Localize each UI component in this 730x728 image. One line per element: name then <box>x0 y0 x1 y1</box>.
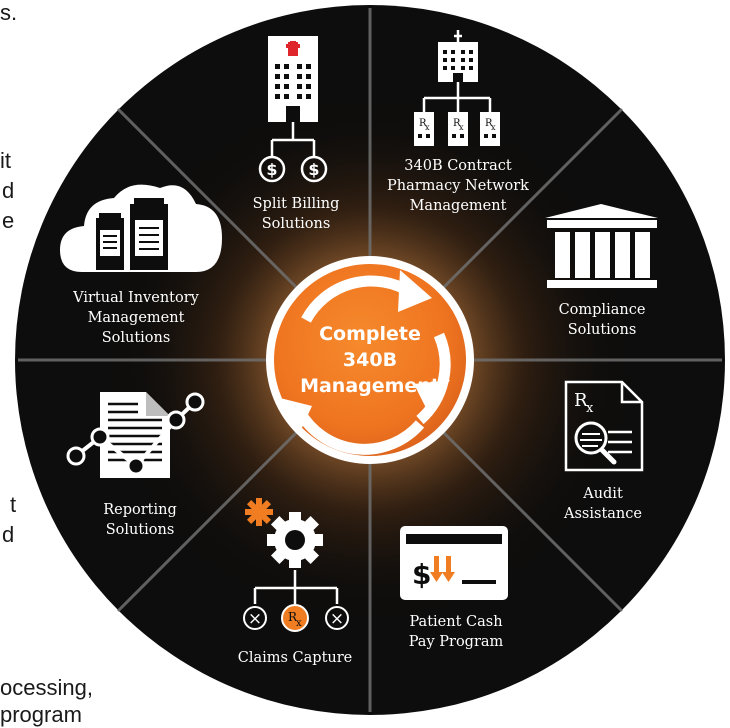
trend-line-chart-icon <box>66 392 205 476</box>
center-hub: Complete 340B Management <box>266 256 474 464</box>
text-fragment: d <box>2 522 15 547</box>
svg-text:R: R <box>288 610 298 624</box>
connector-lines <box>422 82 492 112</box>
segment-virtual-inventory[interactable]: Virtual Inventory Management Solutions <box>60 184 222 346</box>
svg-text:$: $ <box>266 160 277 179</box>
rx-pharmacy-store-icon: R x <box>414 112 434 146</box>
text-fragment-top: s. <box>0 0 18 25</box>
segment-claims-capture[interactable]: × R x × Claims Capture <box>238 498 353 666</box>
rejected-claim-icon: × <box>325 606 349 630</box>
claims-capture-label: Claims Capture <box>238 650 353 666</box>
svg-text:x: x <box>586 401 594 416</box>
svg-text:R: R <box>419 118 427 129</box>
reporting-label-line1: Reporting <box>103 502 177 518</box>
cycle-arrows-icon <box>295 275 451 455</box>
split-billing-label-line2: Solutions <box>262 216 331 232</box>
small-gear-icon <box>245 498 273 526</box>
segment-contract-pharmacy[interactable]: R x R x R x 340B Contract Pharmacy Netwo… <box>387 30 529 214</box>
virtual-inventory-label-line3: Solutions <box>102 330 171 346</box>
audit-document-magnifier-icon: R x <box>564 380 644 472</box>
svg-text:x: x <box>459 123 464 132</box>
virtual-inventory-label-line2: Management <box>88 310 185 326</box>
text-fragment: it <box>0 148 11 173</box>
pill-bottles-icon <box>96 198 168 270</box>
text-fragment: ocessing, <box>0 675 93 700</box>
contract-pharmacy-label-line2: Pharmacy Network <box>387 178 529 194</box>
text-fragment: e <box>2 208 15 233</box>
center-title-line1: Complete <box>319 323 421 345</box>
svg-text:x: x <box>491 123 496 132</box>
hospital-building-icon <box>268 36 318 122</box>
svg-text:×: × <box>330 609 344 629</box>
svg-text:x: x <box>296 618 302 629</box>
text-fragment: d <box>2 178 15 203</box>
svg-text:R: R <box>485 118 493 129</box>
svg-text:$: $ <box>412 558 431 591</box>
compliance-label-line1: Compliance <box>559 302 646 318</box>
segment-dividers <box>18 8 722 712</box>
svg-text:×: × <box>248 609 262 629</box>
svg-text:R: R <box>574 390 588 411</box>
contract-pharmacy-label-line3: Management <box>410 198 507 214</box>
center-title-line2: 340B <box>343 349 397 371</box>
rx-pharmacy-store-icon: R x <box>480 112 500 146</box>
svg-text:$: $ <box>308 160 319 179</box>
segment-patient-cash-pay[interactable]: $ Patient Cash Pay Program <box>400 526 508 650</box>
dollar-coin-icon: $ <box>300 155 328 183</box>
audit-label-line1: Audit <box>582 486 623 502</box>
text-fragment: t <box>10 492 17 517</box>
segment-audit-assistance[interactable]: R x Audit Assistance <box>563 380 644 522</box>
segment-split-billing[interactable]: $ $ Split Billing Solutions <box>253 36 340 232</box>
pharmacy-hq-building-icon <box>438 30 478 82</box>
connector-lines <box>253 570 339 604</box>
patient-cash-label-line2: Pay Program <box>409 634 504 650</box>
rejected-claim-icon: × <box>243 606 267 630</box>
compliance-label-line2: Solutions <box>568 322 637 338</box>
segment-reporting[interactable]: Reporting Solutions <box>66 392 205 538</box>
payment-card-icon: $ <box>400 526 508 600</box>
segment-compliance[interactable]: Compliance Solutions <box>545 204 658 338</box>
patient-cash-label-line1: Patient Cash <box>409 614 502 630</box>
rx-pharmacy-store-icon: R x <box>448 112 468 146</box>
audit-label-line2: Assistance <box>563 506 642 522</box>
courthouse-icon <box>545 204 658 288</box>
svg-text:x: x <box>425 123 430 132</box>
connector-lines <box>270 122 316 156</box>
reporting-label-line2: Solutions <box>106 522 175 538</box>
split-billing-label-line1: Split Billing <box>253 196 340 212</box>
large-gear-icon <box>267 512 323 568</box>
svg-text:R: R <box>453 118 461 129</box>
dollar-coin-icon: $ <box>258 155 286 183</box>
virtual-inventory-label-line1: Virtual Inventory <box>72 290 200 306</box>
captured-rx-claim-icon: R x <box>281 604 309 632</box>
center-title-line3: Management <box>300 375 440 397</box>
contract-pharmacy-label-line1: 340B Contract <box>404 158 512 174</box>
